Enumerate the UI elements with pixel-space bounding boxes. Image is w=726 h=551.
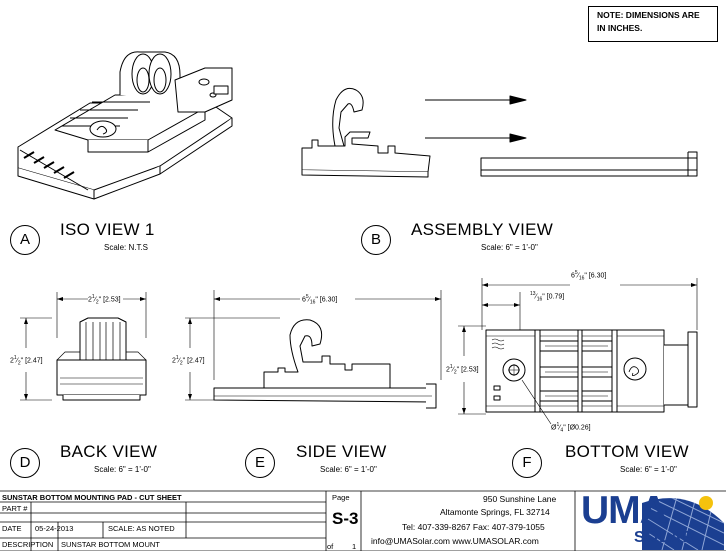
- assembly-view-drawing: [301, 87, 698, 178]
- page-of-total: 1: [352, 542, 357, 551]
- dim-bottom-offset: 13⁄16" [0.79]: [530, 291, 565, 303]
- view-a-marker: A: [10, 225, 40, 255]
- page-label: Page: [332, 493, 350, 502]
- address-line-2: Altamonte Springs, FL 32714: [440, 507, 550, 517]
- dim-bottom-length: 65⁄16" [6.30]: [571, 270, 607, 282]
- view-f-marker: F: [512, 448, 542, 478]
- dim-back-width: 21⁄2" [2.53]: [88, 294, 121, 306]
- address-line-1: 950 Sunshine Lane: [483, 494, 557, 504]
- view-e-scale: Scale: 6" = 1'-0": [320, 465, 377, 474]
- view-f-title: BOTTOM VIEW: [565, 442, 689, 461]
- note-line-2: IN INCHES.: [597, 23, 643, 33]
- dim-side-height: 21⁄2" [2.47]: [172, 355, 205, 367]
- iso-view-drawing: [17, 51, 233, 200]
- title-block-grid: [0, 490, 726, 551]
- dimension-note: NOTE: DIMENSIONS ARE IN INCHES.: [588, 6, 718, 42]
- part-label: PART #: [2, 504, 28, 513]
- view-b-title: ASSEMBLY VIEW: [411, 220, 554, 239]
- view-a-title: ISO VIEW 1: [60, 220, 155, 239]
- page-number: S-3: [332, 509, 359, 528]
- note-line-1: NOTE: DIMENSIONS ARE: [597, 10, 700, 20]
- contact-web: info@UMASolar.com www.UMASOLAR.com: [371, 536, 539, 546]
- view-a-scale: Scale: N.T.S: [104, 243, 149, 252]
- dim-side-length: 65⁄16" [6.30]: [302, 294, 338, 306]
- back-view-drawing: [20, 292, 147, 401]
- date-label: DATE: [2, 524, 22, 533]
- view-d-marker: D: [10, 448, 40, 478]
- view-b-scale: Scale: 6" = 1'-0": [481, 243, 538, 252]
- view-d-scale: Scale: 6" = 1'-0": [94, 465, 151, 474]
- dim-hole-diameter: Ø1⁄4" [Ø0.26]: [551, 422, 591, 434]
- sheet-title: SUNSTAR BOTTOM MOUNTING PAD - CUT SHEET: [2, 493, 182, 502]
- solar-panel-graphic: [642, 496, 724, 550]
- logo-name: UMA: [581, 493, 668, 532]
- view-f-scale: Scale: 6" = 1'-0": [620, 465, 677, 474]
- scale-label: SCALE: AS NOTED: [108, 524, 175, 533]
- view-e-title: SIDE VIEW: [296, 442, 387, 461]
- view-e-marker: E: [245, 448, 275, 478]
- page-of-label: of: [327, 542, 334, 551]
- bottom-view-drawing: [458, 278, 698, 425]
- contact-phone: Tel: 407-339-8267 Fax: 407-379-1055: [402, 522, 545, 532]
- date-value: 05-24-2013: [35, 524, 74, 533]
- logo-tagline: SOLAR: [634, 529, 695, 546]
- side-view-drawing: [185, 290, 442, 409]
- view-d-title: BACK VIEW: [60, 442, 158, 461]
- description-label: DESCRIPTION: [2, 540, 54, 549]
- uma-solar-logo: UMA SOLAR: [578, 493, 724, 550]
- dim-bottom-height: 21⁄2" [2.53]: [446, 364, 479, 376]
- view-b-marker: B: [361, 225, 391, 255]
- description-value: SUNSTAR BOTTOM MOUNT: [61, 540, 160, 549]
- dim-back-height: 21⁄2" [2.47]: [10, 355, 43, 367]
